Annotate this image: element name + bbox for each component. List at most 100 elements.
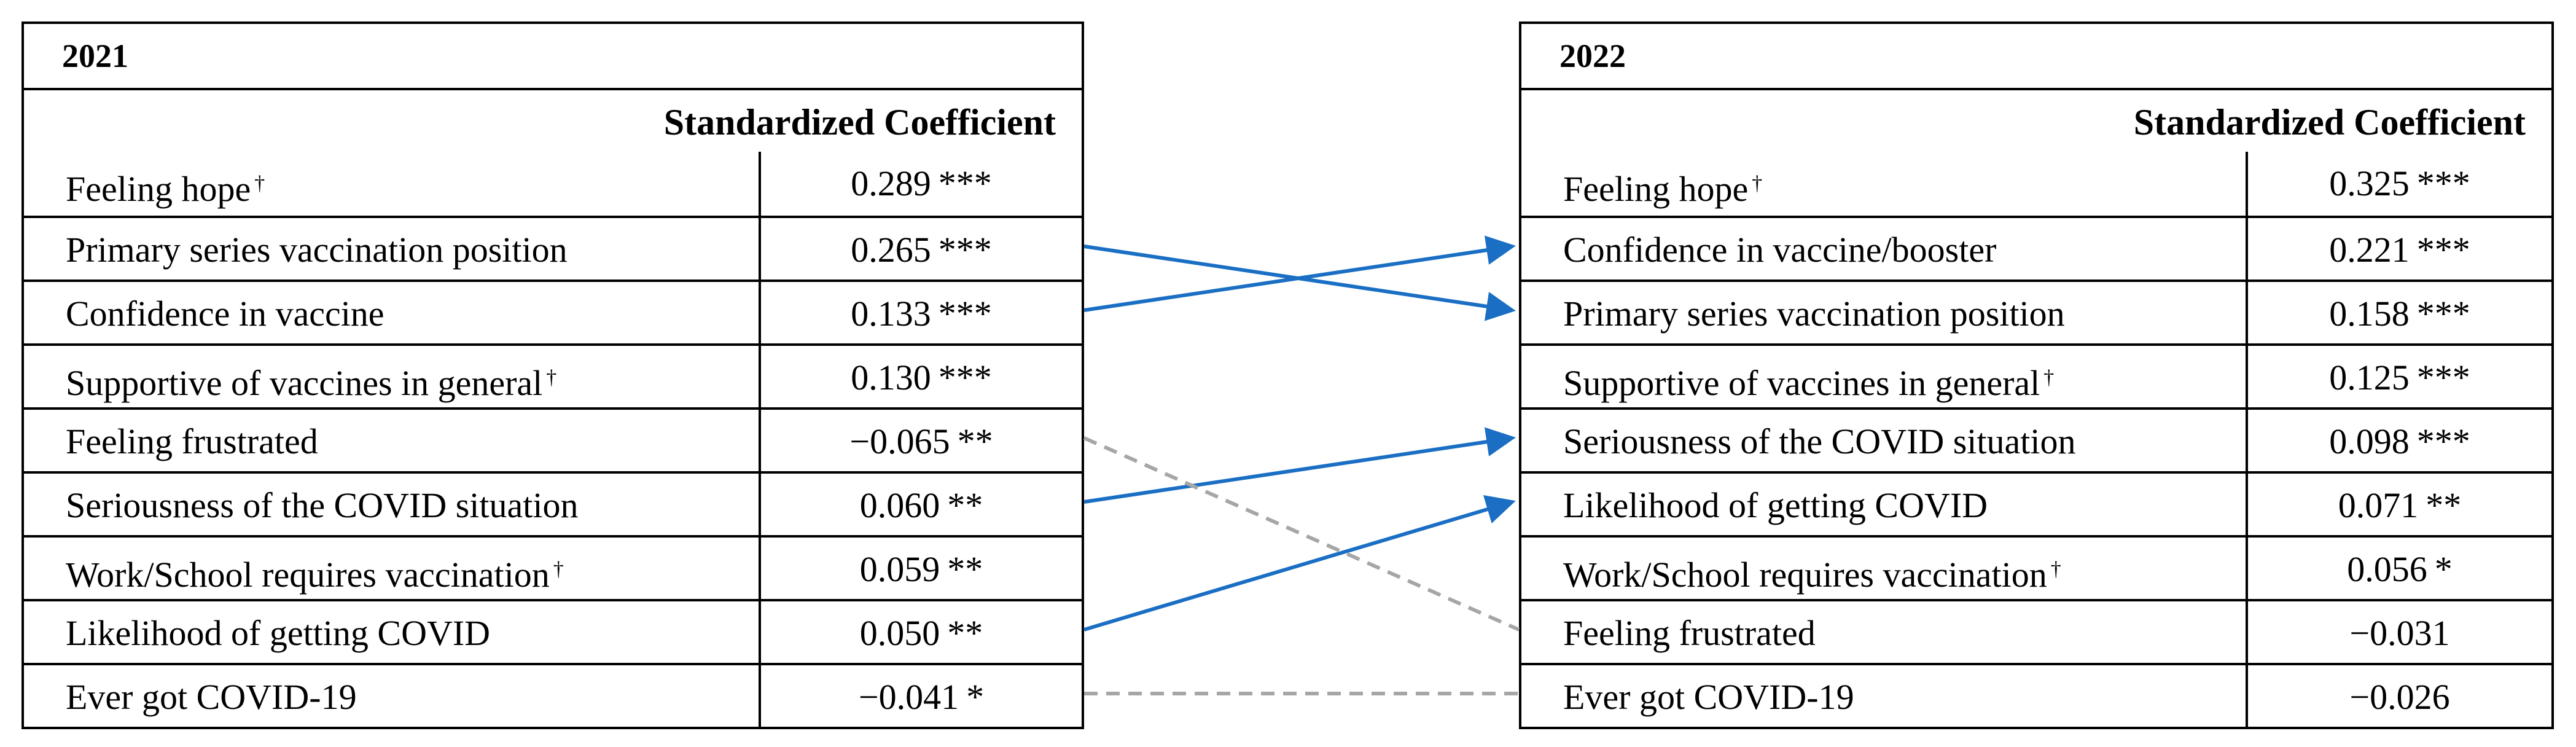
row-label-text: Supportive of vaccines in general	[1563, 363, 2040, 403]
coefficient-cell: −0.026	[2246, 665, 2551, 727]
dagger-marker: †	[2043, 366, 2055, 389]
dagger-marker: †	[553, 558, 564, 581]
significance-stars: **	[947, 613, 983, 653]
coefficient-value: 0.289	[851, 163, 931, 203]
significance-stars: ***	[2416, 230, 2470, 270]
table-2021-row: Seriousness of the COVID situation 0.060*…	[24, 471, 1082, 535]
coefficient-value: 0.098	[2329, 421, 2410, 461]
rank-change-arrow	[1083, 495, 1516, 632]
row-label: Ever got COVID-19	[24, 665, 357, 727]
row-label: Feeling hope†	[24, 152, 265, 216]
table-2022-row: Work/School requires vaccination† 0.056*	[1521, 535, 2551, 599]
row-label-text: Feeling frustrated	[66, 421, 318, 461]
significance-stars: **	[947, 485, 983, 525]
significance-stars: **	[2426, 485, 2462, 525]
table-2021-row: Work/School requires vaccination† 0.059**	[24, 535, 1082, 599]
coefficient-value: −0.041	[858, 677, 959, 717]
coefficient-cell: 0.133***	[759, 282, 1082, 343]
coefficient-cell: 0.265***	[759, 218, 1082, 280]
coefficient-value: −0.065	[849, 421, 950, 461]
coefficient-value: 0.125	[2329, 358, 2410, 397]
coefficient-value: 0.133	[851, 294, 931, 334]
significance-stars: **	[957, 421, 993, 461]
row-label-text: Confidence in vaccine/booster	[1563, 230, 1997, 270]
coefficient-cell: 0.056*	[2246, 538, 2551, 599]
significance-stars: *	[966, 677, 985, 717]
coefficient-cell: −0.041*	[759, 665, 1082, 727]
row-label-text: Work/School requires vaccination	[1563, 555, 2047, 595]
coefficient-value: 0.130	[851, 358, 931, 397]
coefficient-cell: −0.031	[2246, 601, 2551, 663]
row-label: Supportive of vaccines in general†	[1521, 346, 2054, 407]
coefficient-cell: 0.158***	[2246, 282, 2551, 343]
significance-stars: ***	[938, 163, 992, 203]
row-label: Seriousness of the COVID situation	[1521, 410, 2076, 471]
dagger-marker: †	[546, 366, 557, 389]
coefficient-value: 0.071	[2338, 485, 2419, 525]
row-label-text: Primary series vaccination position	[66, 230, 568, 270]
significance-stars: ***	[938, 230, 992, 270]
row-label-text: Feeling frustrated	[1563, 613, 1816, 653]
row-label: Feeling frustrated	[1521, 601, 1816, 663]
table-2021-row: Primary series vaccination position 0.265…	[24, 216, 1082, 280]
row-label: Primary series vaccination position	[1521, 282, 2065, 343]
row-label-text: Feeling hope	[66, 169, 251, 209]
significance-stars: ***	[2416, 421, 2470, 461]
table-2022-year: 2022	[1559, 37, 1626, 74]
significance-stars: ***	[2416, 358, 2470, 397]
significance-stars: *	[2434, 549, 2453, 589]
row-label: Primary series vaccination position	[24, 218, 568, 280]
table-2021: 2021 Standardized Coefficient Feeling ho…	[21, 22, 1084, 729]
coefficient-cell: 0.289***	[759, 152, 1082, 216]
table-2021-year: 2021	[62, 37, 128, 74]
table-2022: 2022 Standardized Coefficient Feeling ho…	[1519, 22, 2554, 729]
row-label-text: Likelihood of getting COVID	[1563, 485, 1988, 525]
table-2021-row: Confidence in vaccine 0.133***	[24, 280, 1082, 343]
coefficient-value: −0.031	[2349, 613, 2450, 653]
coefficient-cell: 0.060**	[759, 474, 1082, 535]
row-label-text: Primary series vaccination position	[1563, 294, 2065, 334]
significance-stars: ***	[938, 358, 992, 397]
coefficient-value: −0.026	[2349, 677, 2450, 717]
coefficient-cell: 0.059**	[759, 538, 1082, 599]
dagger-marker: †	[2050, 558, 2061, 581]
table-2022-row: Seriousness of the COVID situation 0.098*…	[1521, 407, 2551, 471]
row-label-text: Likelihood of getting COVID	[66, 613, 491, 653]
table-2022-column-header: Standardized Coefficient	[1521, 88, 2551, 152]
coefficient-cell: 0.221***	[2246, 218, 2551, 280]
significance-stars: ***	[938, 294, 992, 334]
row-label: Confidence in vaccine/booster	[1521, 218, 1996, 280]
table-2022-row: Likelihood of getting COVID 0.071**	[1521, 471, 2551, 535]
row-label-text: Ever got COVID-19	[66, 677, 357, 717]
row-label: Feeling frustrated	[24, 410, 318, 471]
row-label-text: Seriousness of the COVID situation	[66, 485, 579, 525]
row-label: Seriousness of the COVID situation	[24, 474, 579, 535]
coefficient-cell: 0.098***	[2246, 410, 2551, 471]
coefficient-value: 0.050	[859, 613, 940, 653]
coefficient-cell: 0.125***	[2246, 346, 2551, 407]
table-2021-row: Feeling frustrated −0.065**	[24, 407, 1082, 471]
coefficient-value: 0.059	[859, 549, 940, 589]
row-label: Likelihood of getting COVID	[1521, 474, 1988, 535]
table-2022-row: Ever got COVID-19−0.026	[1521, 663, 2551, 727]
significance-stars: ***	[2416, 163, 2470, 203]
dagger-marker: †	[254, 172, 265, 195]
table-2021-row: Supportive of vaccines in general† 0.130*…	[24, 343, 1082, 407]
row-label: Work/School requires vaccination†	[1521, 538, 2061, 599]
table-2021-row: Likelihood of getting COVID 0.050**	[24, 599, 1082, 663]
table-2021-row: Ever got COVID-19 −0.041*	[24, 663, 1082, 727]
table-2021-row: Feeling hope† 0.289***	[24, 152, 1082, 216]
row-label-text: Work/School requires vaccination	[66, 555, 550, 595]
row-label-text: Feeling hope	[1563, 169, 1749, 209]
rank-change-arrow	[1083, 427, 1516, 504]
row-label-text: Supportive of vaccines in general	[66, 363, 543, 403]
row-label: Feeling hope†	[1521, 152, 1762, 216]
coefficient-cell: 0.130***	[759, 346, 1082, 407]
row-label: Confidence in vaccine	[24, 282, 384, 343]
table-2022-row: Confidence in vaccine/booster 0.221***	[1521, 216, 2551, 280]
table-2022-row: Supportive of vaccines in general† 0.125*…	[1521, 343, 2551, 407]
coefficient-cell: 0.050**	[759, 601, 1082, 663]
significance-stars: **	[947, 549, 983, 589]
row-label-text: Seriousness of the COVID situation	[1563, 421, 2076, 461]
